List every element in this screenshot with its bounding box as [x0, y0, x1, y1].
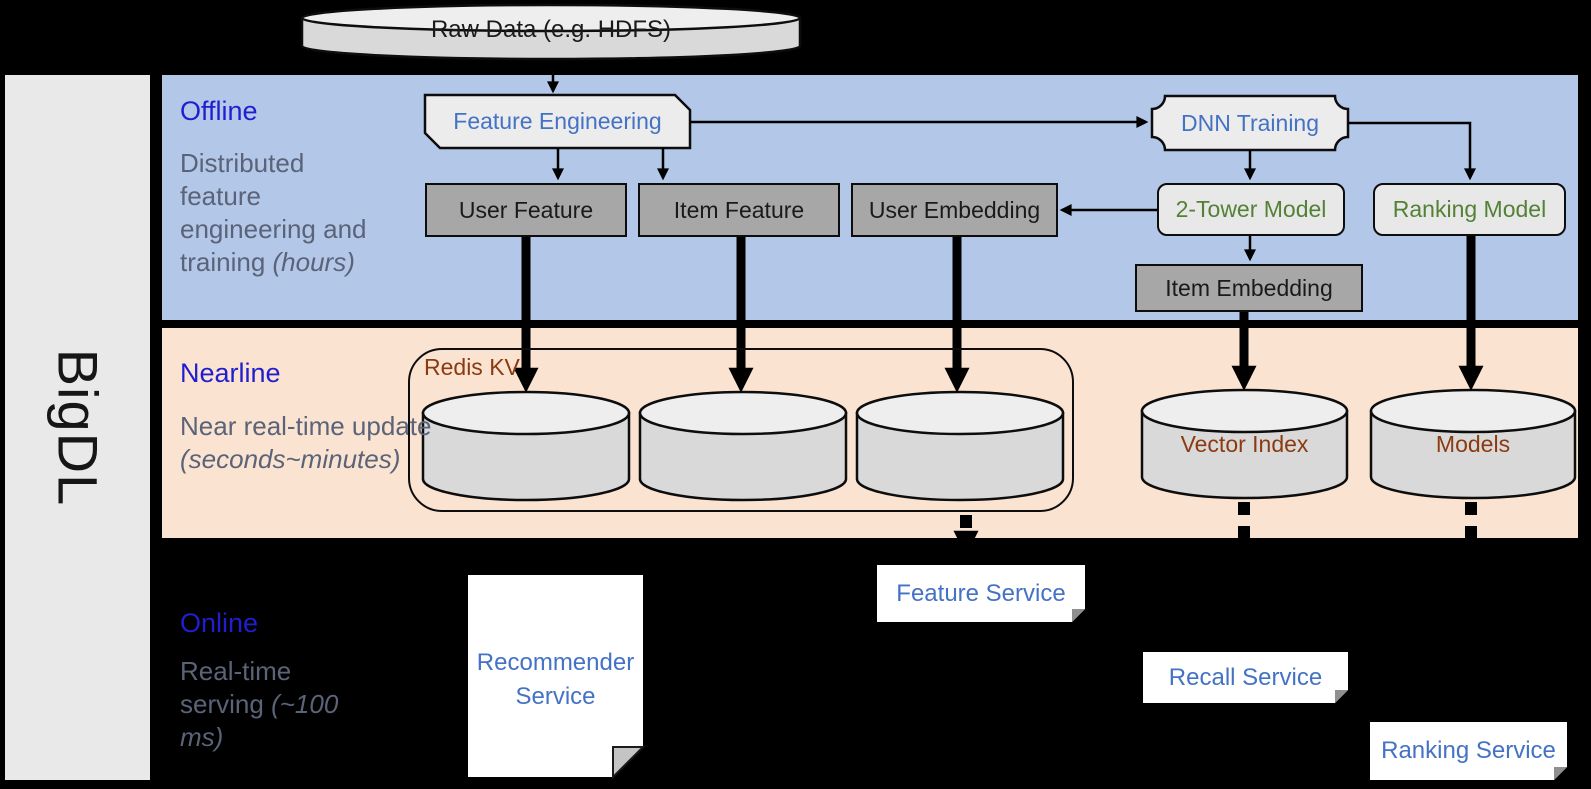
user-feature-box: User Feature	[425, 183, 627, 237]
ranking-model-box: Ranking Model	[1373, 183, 1566, 236]
nearline-desc-note: (seconds~minutes)	[180, 444, 401, 475]
offline-desc-note: (hours)	[272, 247, 355, 278]
user-embedding-box: User Embedding	[851, 183, 1058, 237]
vector-index-label: Vector Index	[1180, 430, 1309, 457]
item-feature-box: Item Feature	[638, 183, 840, 237]
bigdl-brand-text: BigDL	[46, 348, 109, 507]
online-desc-note: (~100 ms)	[180, 689, 339, 753]
redis-kv-label: Redis KV	[424, 353, 520, 380]
raw-data-label: Raw Data (e.g. HDFS)	[430, 16, 672, 43]
online-desc-text: Real-time serving	[180, 656, 292, 720]
offline-desc-text: Distributed feature engineering and trai…	[180, 148, 367, 278]
online-description: Real-time serving (~100 ms)	[180, 655, 350, 754]
offline-description: Distributed feature engineering and trai…	[180, 147, 392, 279]
two-tower-model-box: 2-Tower Model	[1157, 183, 1345, 236]
models-label: Models	[1435, 430, 1511, 457]
dnn-training-label: DNN Training	[1180, 109, 1320, 136]
nearline-title: Nearline	[180, 358, 281, 388]
nearline-desc-text: Near real-time update	[180, 411, 432, 441]
recall-service-box: Recall Service	[1143, 652, 1348, 703]
item-embedding-box: Item Embedding	[1135, 264, 1363, 312]
offline-title: Offline	[180, 96, 258, 126]
bigdl-sidebar: BigDL	[5, 75, 150, 780]
redis-kv-container	[408, 348, 1074, 512]
feature-engineering-label: Feature Engineering	[453, 108, 662, 134]
online-title: Online	[180, 608, 259, 638]
recommender-service-label: Recommender Service	[476, 649, 635, 710]
ranking-service-box: Ranking Service	[1370, 722, 1567, 780]
nearline-description: Near real-time update (seconds~minutes)	[180, 410, 435, 476]
feature-service-box: Feature Service	[877, 565, 1085, 622]
